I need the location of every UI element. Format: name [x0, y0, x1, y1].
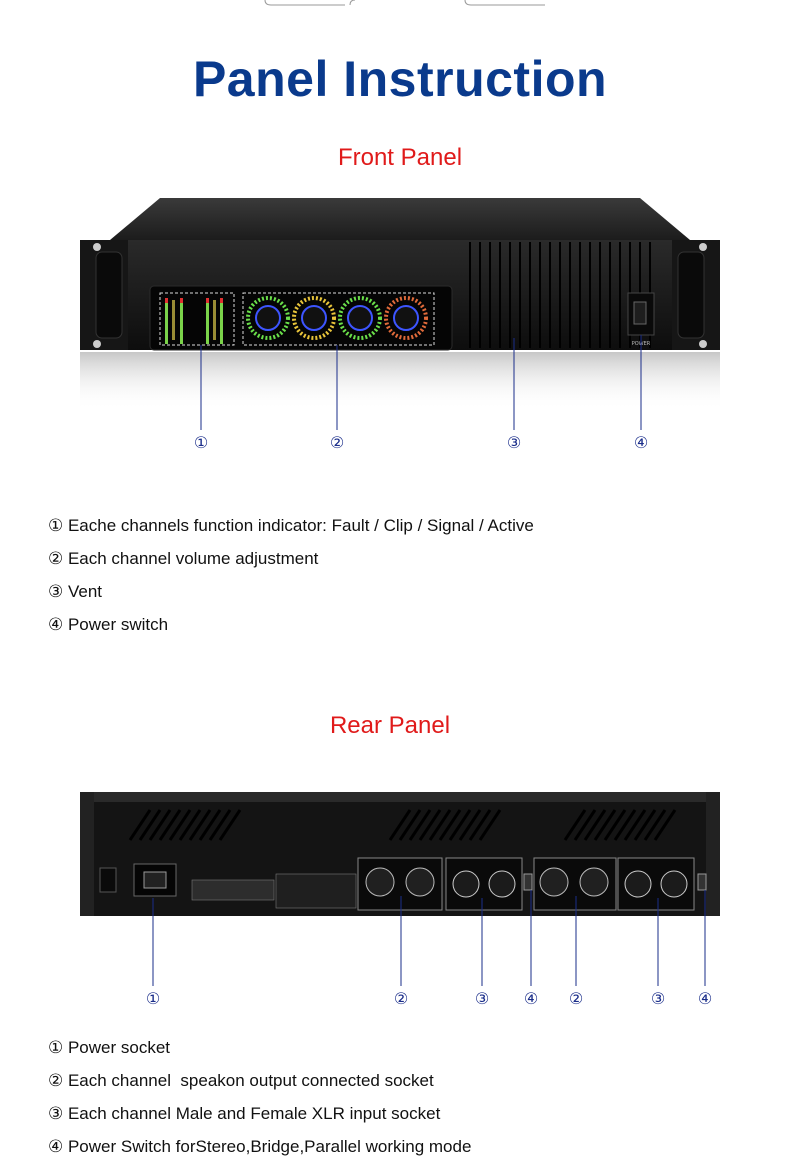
- rear-item-4: ④ Power Switch forStereo,Bridge,Parallel…: [48, 1137, 472, 1156]
- front-marker-3: ③: [507, 433, 521, 452]
- front-item-2: ② Each channel volume adjustment: [48, 549, 319, 568]
- front-item-4: ④ Power switch: [48, 615, 169, 634]
- rear-marker-1: ①: [146, 989, 160, 1008]
- page-title: Panel Instruction: [192, 51, 608, 107]
- front-panel-heading: Front Panel: [337, 144, 463, 171]
- rear-marker-4b: ④: [698, 989, 712, 1008]
- rear-item-3: ③ Each channel Male and Female XLR input…: [48, 1104, 441, 1123]
- rear-marker-3a: ③: [475, 989, 489, 1008]
- rear-marker-2a: ②: [394, 989, 408, 1008]
- front-marker-4: ④: [634, 433, 648, 452]
- front-item-3: ③ Vent: [48, 582, 102, 601]
- top-edge-remnant: [264, 0, 545, 6]
- rear-marker-2b: ②: [569, 989, 583, 1008]
- rear-item-2: ② Each channel speakon output connected …: [48, 1071, 434, 1090]
- front-panel-description: ① Eache channels function indicator: Fau…: [48, 509, 534, 641]
- rear-marker-3b: ③: [651, 989, 665, 1008]
- rear-item-1: ① Power socket: [48, 1038, 171, 1057]
- rear-marker-4a: ④: [524, 989, 538, 1008]
- front-panel-image: POWER ① ② ③ ④: [80, 198, 720, 452]
- front-marker-2: ②: [330, 433, 344, 452]
- rear-panel-heading: Rear Panel: [329, 712, 451, 739]
- rear-panel-description: ① Power socket ② Each channel speakon ou…: [48, 1031, 471, 1163]
- rear-panel-image: ① ② ③ ④ ② ③ ④: [80, 792, 720, 1008]
- front-marker-1: ①: [194, 433, 208, 452]
- front-item-1: ① Eache channels function indicator: Fau…: [48, 516, 534, 535]
